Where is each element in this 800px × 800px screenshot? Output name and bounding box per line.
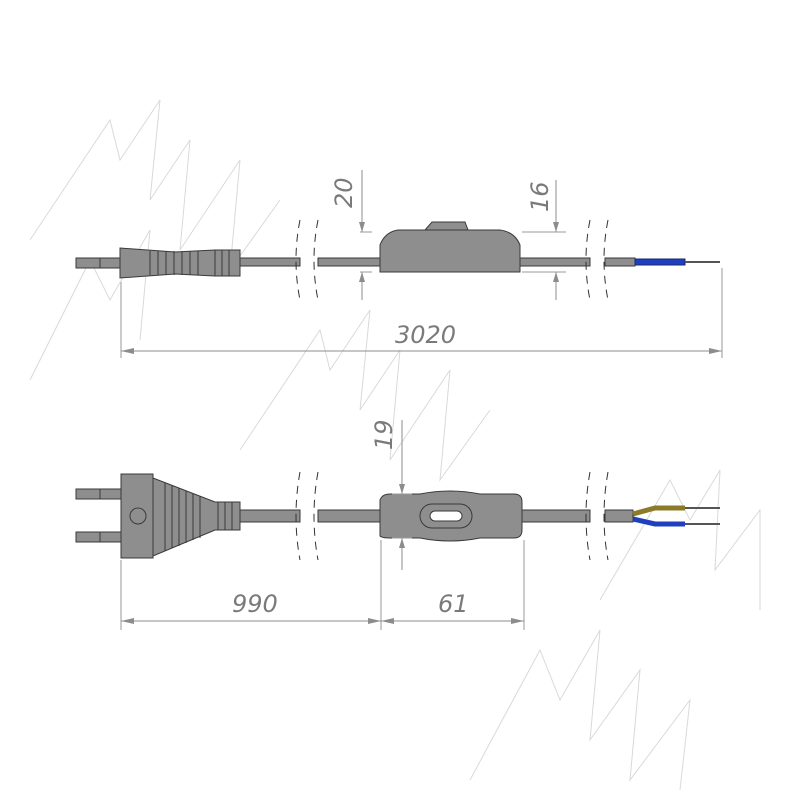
dim-plug-to-switch: 990 [232,590,278,618]
plug-ribs-top [164,483,233,551]
cable-segment [604,257,636,267]
cable-segment [521,509,591,523]
dim-switch-height-top: 20 [330,177,358,208]
switch-indicator [429,510,463,522]
plug-face [120,473,154,559]
watermark-logo [29,99,761,791]
plug-body-top [152,477,241,557]
dim-switch-height-bottom: 19 [370,419,398,450]
plug-pin-top [75,488,123,500]
bottom-view: 19 990 61 [75,419,720,630]
plug-pin-bottom [75,531,123,543]
plug-ribs [149,250,230,276]
wire-brown [632,505,685,517]
cable-segment [239,257,301,267]
cable-segment [317,509,381,523]
top-view: 20 16 3020 [75,170,723,358]
cable-segment [239,509,301,523]
plug-hole [129,507,147,525]
plug-pin-side [75,257,127,269]
wire-blue [632,516,685,527]
dim-switch-length: 61 [438,590,469,618]
cable-segment [317,257,381,267]
cable-segment [519,257,591,267]
switch-body-side [379,229,521,273]
switch-rocker-side [423,221,469,231]
dim-total-length: 3020 [395,321,456,349]
cable-segment [604,509,634,523]
wire-blue [634,258,686,266]
dim-cable-diameter-top: 16 [526,181,554,212]
